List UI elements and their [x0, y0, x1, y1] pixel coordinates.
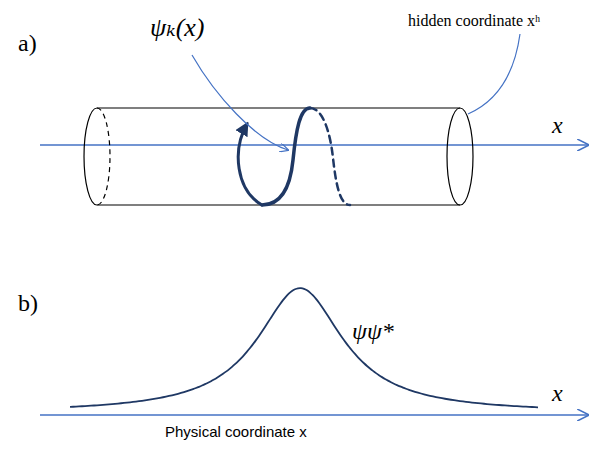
- panel-letter: a): [18, 30, 37, 56]
- panel-letter: b): [18, 290, 38, 316]
- probability-curve: [70, 288, 538, 407]
- curve-label: ψψ*: [352, 318, 394, 344]
- bell-curve: [70, 288, 538, 407]
- axis-label: x: [552, 112, 563, 138]
- axis-caption: hidden coordinate xʰ: [408, 12, 540, 30]
- axis-label: x: [552, 380, 563, 406]
- leader-line: [468, 34, 520, 114]
- wavefunction-label: ψₖ(x): [150, 14, 205, 43]
- x-axis: [40, 414, 588, 415]
- leader-line: [192, 55, 288, 150]
- helix-curve: [238, 108, 350, 205]
- axis-caption: Physical coordinate x: [165, 424, 307, 441]
- x-axis: [40, 144, 588, 145]
- cylinder: [84, 108, 473, 205]
